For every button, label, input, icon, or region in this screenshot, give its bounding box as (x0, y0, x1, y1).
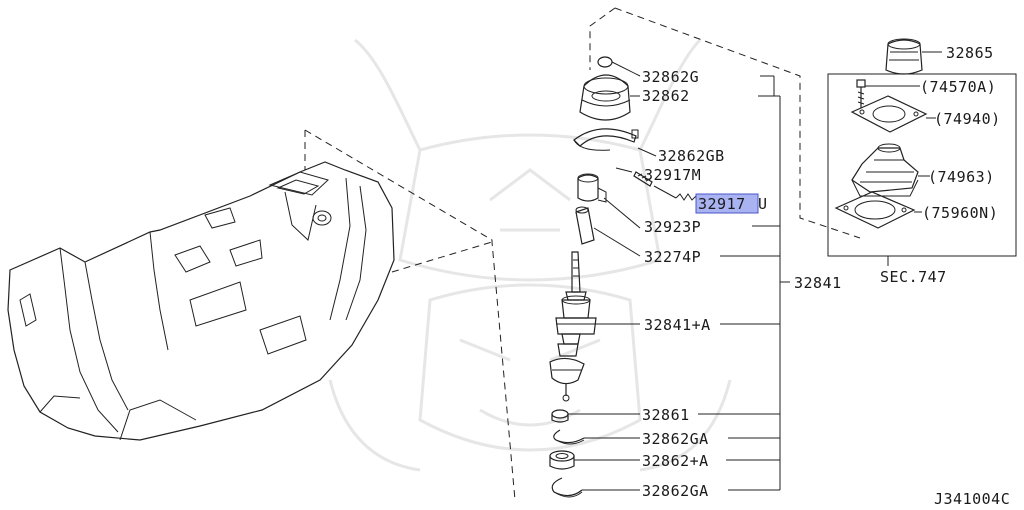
label-75960n[interactable]: (75960N) (922, 204, 998, 222)
bushing-32861-icon (551, 409, 640, 423)
label-32862gb[interactable]: 32862GB (658, 147, 725, 165)
bushing-32862a-icon (549, 450, 640, 470)
small-seal-icon (597, 56, 641, 77)
label-32841a[interactable]: 32841+A (644, 316, 711, 334)
label-32923p[interactable]: 32923P (644, 218, 701, 236)
dust-cover-icon (579, 74, 640, 121)
label-32862ga-lower[interactable]: 32862GA (642, 482, 709, 500)
label-32862ga-upper[interactable]: 32862GA (642, 430, 709, 448)
shift-boot-icon (851, 143, 919, 197)
lower-gasket-icon (834, 191, 916, 229)
upper-plate-icon (850, 95, 928, 133)
knob-boot-icon (885, 38, 923, 75)
spring-32917-icon (653, 185, 697, 201)
pin-32917m-icon (615, 167, 653, 187)
label-32917-suffix: U (758, 195, 768, 213)
bushing-32274p-icon (575, 206, 641, 257)
label-74963[interactable]: (74963) (928, 168, 995, 186)
housing-dash-outline (304, 129, 516, 501)
hose-clamp-icon (573, 128, 657, 157)
assembly-bracket (698, 75, 790, 491)
sec-747-box (827, 73, 1017, 257)
figure-code: J341004C (934, 490, 1010, 508)
label-74570a[interactable]: (74570A) (920, 78, 996, 96)
label-sec-747[interactable]: SEC.747 (880, 268, 947, 286)
control-lever-icon (549, 251, 640, 402)
shifter-dash-outline (589, 7, 861, 239)
snap-ring-lower-icon (551, 477, 640, 498)
label-32862[interactable]: 32862 (642, 87, 690, 105)
label-74940[interactable]: (74940) (934, 110, 1001, 128)
samurai-watermark-icon (328, 38, 732, 472)
label-32917[interactable]: 32917 (698, 195, 746, 213)
label-32841[interactable]: 32841 (794, 274, 842, 292)
label-32861[interactable]: 32861 (642, 406, 690, 424)
label-32862g[interactable]: 32862G (642, 68, 699, 86)
label-32917m[interactable]: 32917M (644, 166, 701, 184)
bolt-icon (856, 79, 866, 108)
label-32862a[interactable]: 32862+A (642, 452, 709, 470)
bushing-32923p-icon (577, 173, 641, 229)
label-32865[interactable]: 32865 (946, 44, 994, 62)
transmission-housing-icon (7, 161, 395, 441)
snap-ring-upper-icon (553, 429, 640, 445)
label-32274p[interactable]: 32274P (644, 248, 701, 266)
highlighted-part-box (695, 193, 759, 214)
